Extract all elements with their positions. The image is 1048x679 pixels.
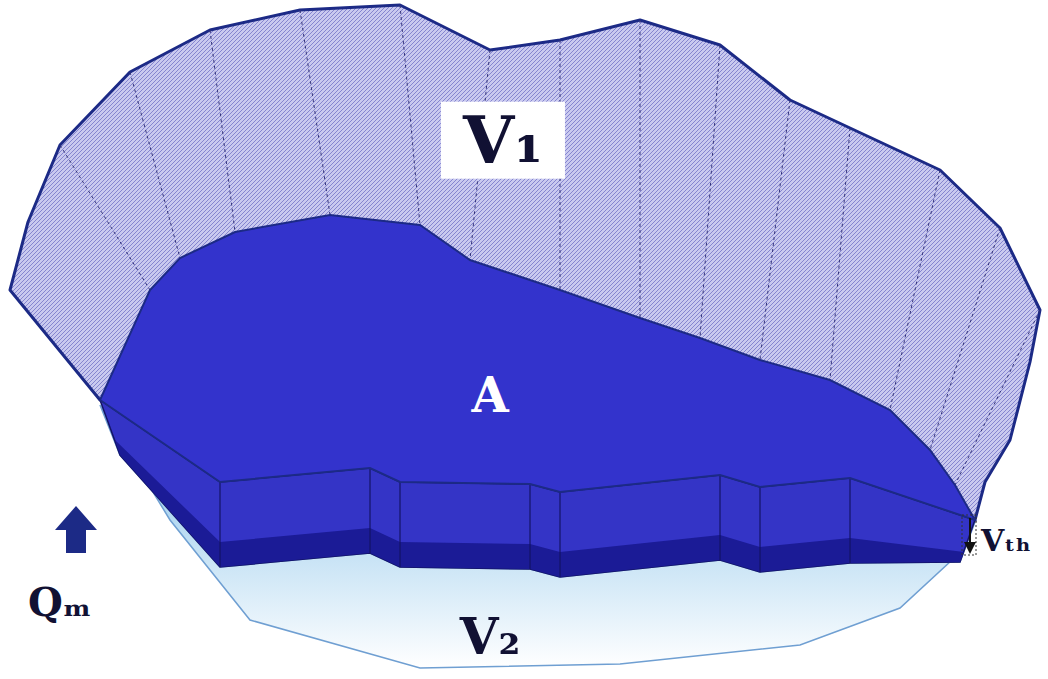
volume-label: V₁: [441, 102, 565, 179]
threshold-box: [962, 515, 976, 555]
area-label: A: [471, 369, 508, 422]
threshold-label: Vₜₕ: [981, 524, 1031, 557]
threshold-arrow: [969, 518, 971, 546]
volume-label: V₂: [460, 609, 521, 664]
inflow-label: Qₘ: [28, 580, 92, 624]
threshold-arrow-head: [964, 542, 976, 554]
upper-wall: [10, 5, 1040, 520]
water-surface: [100, 215, 975, 520]
inflow-arrow: [55, 506, 97, 553]
